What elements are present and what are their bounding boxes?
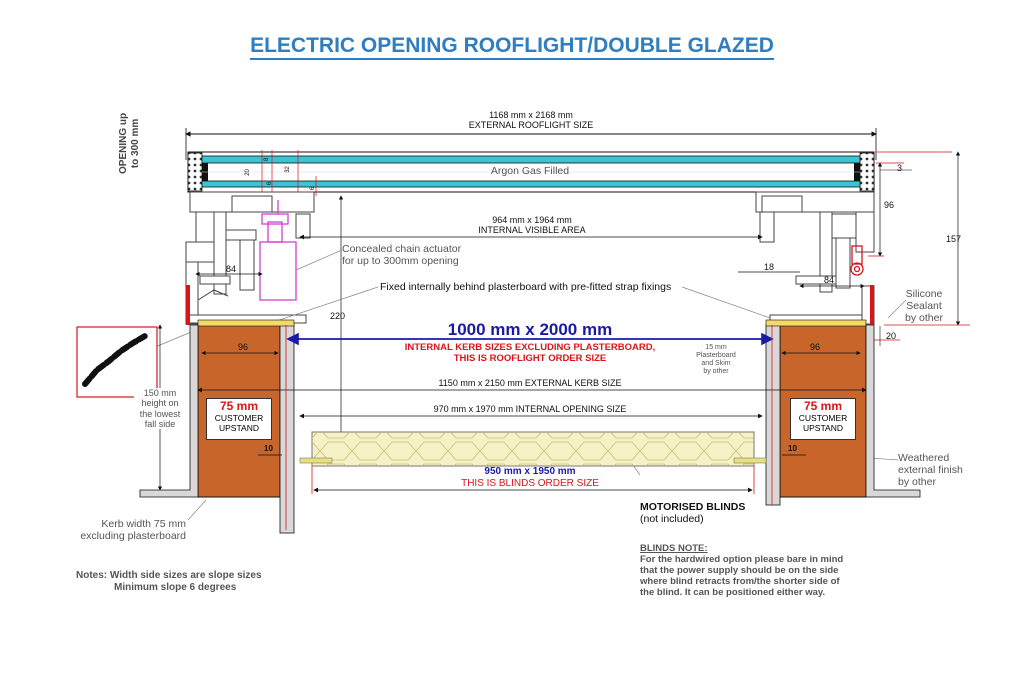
dim-84-right: 84 (824, 275, 835, 285)
left-upstand-box: 75 mm CUSTOMER UPSTAND (206, 398, 272, 440)
glass-dim-6b: 6 (310, 186, 317, 191)
right-upstand-size: 75 mm (803, 399, 843, 413)
fixed-note: Fixed internally behind plasterboard wit… (380, 281, 672, 293)
glass-dim-6a: 6 (267, 181, 274, 186)
right-seal (870, 285, 874, 325)
dim-96-right: 96 (810, 342, 821, 352)
dim-18: 18 (764, 262, 775, 272)
right-upstand-box: 75 mm CUSTOMER UPSTAND (790, 398, 856, 440)
dim-96-left: 96 (238, 342, 249, 352)
dim-157: 157 (946, 234, 962, 244)
dim-20: 20 (886, 331, 897, 341)
motorised-label: MOTORISED BLINDS(not included) (640, 501, 746, 526)
right-height-dimensions (868, 151, 970, 346)
left-upstand-size: 75 mm (219, 399, 259, 413)
right-frame-profile (755, 191, 875, 325)
left-upstand-l2: UPSTAND (219, 423, 259, 433)
dim-10-right: 10 (788, 444, 797, 453)
dim-220: 220 (330, 311, 346, 321)
order-size-label: 1000 mm x 2000 mm (447, 320, 613, 339)
dim-84-left: 84 (226, 264, 237, 274)
blinds-note: BLINDS NOTE: For the hardwired option pl… (640, 543, 844, 598)
blind-cassette (299, 431, 767, 467)
external-size-dimension (185, 128, 877, 160)
argon-label: Argon Gas Filled (490, 165, 570, 177)
right-upstand-l2: UPSTAND (803, 423, 843, 433)
left-seal (186, 285, 190, 325)
page-title: ELECTRIC OPENING ROOFLIGHT/DOUBLE GLAZED (0, 34, 1024, 60)
internal-opening-label: 970 mm x 1970 mm INTERNAL OPENING SIZE (433, 404, 627, 414)
chain-detail (76, 326, 158, 398)
dim-96-right-top: 96 (884, 200, 895, 210)
glass-dim-8: 8 (264, 157, 271, 162)
dim-10-left: 10 (264, 444, 273, 453)
external-kerb-label: 1150 mm x 2150 mm EXTERNAL KERB SIZE (438, 378, 622, 388)
double-glazed-unit (187, 150, 875, 196)
glass-dim-20: 20 (244, 169, 251, 176)
kerb-note: INTERNAL KERB SIZES EXCLUDING PLASTERBOA… (404, 342, 656, 364)
blinds-size-label: 950 mm x 1950 mm THIS IS BLINDS ORDER SI… (461, 466, 599, 489)
blinds-note-heading: BLINDS NOTE: (640, 543, 708, 554)
left-upstand-l1: CUSTOMER (214, 413, 264, 423)
right-upstand-l1: CUSTOMER (798, 413, 848, 423)
left-frame-profile (185, 191, 315, 325)
handle-icon (850, 245, 864, 276)
chain-actuator (259, 200, 297, 301)
dim-3: 3 (897, 163, 903, 173)
glass-dim-32: 32 (284, 166, 291, 173)
